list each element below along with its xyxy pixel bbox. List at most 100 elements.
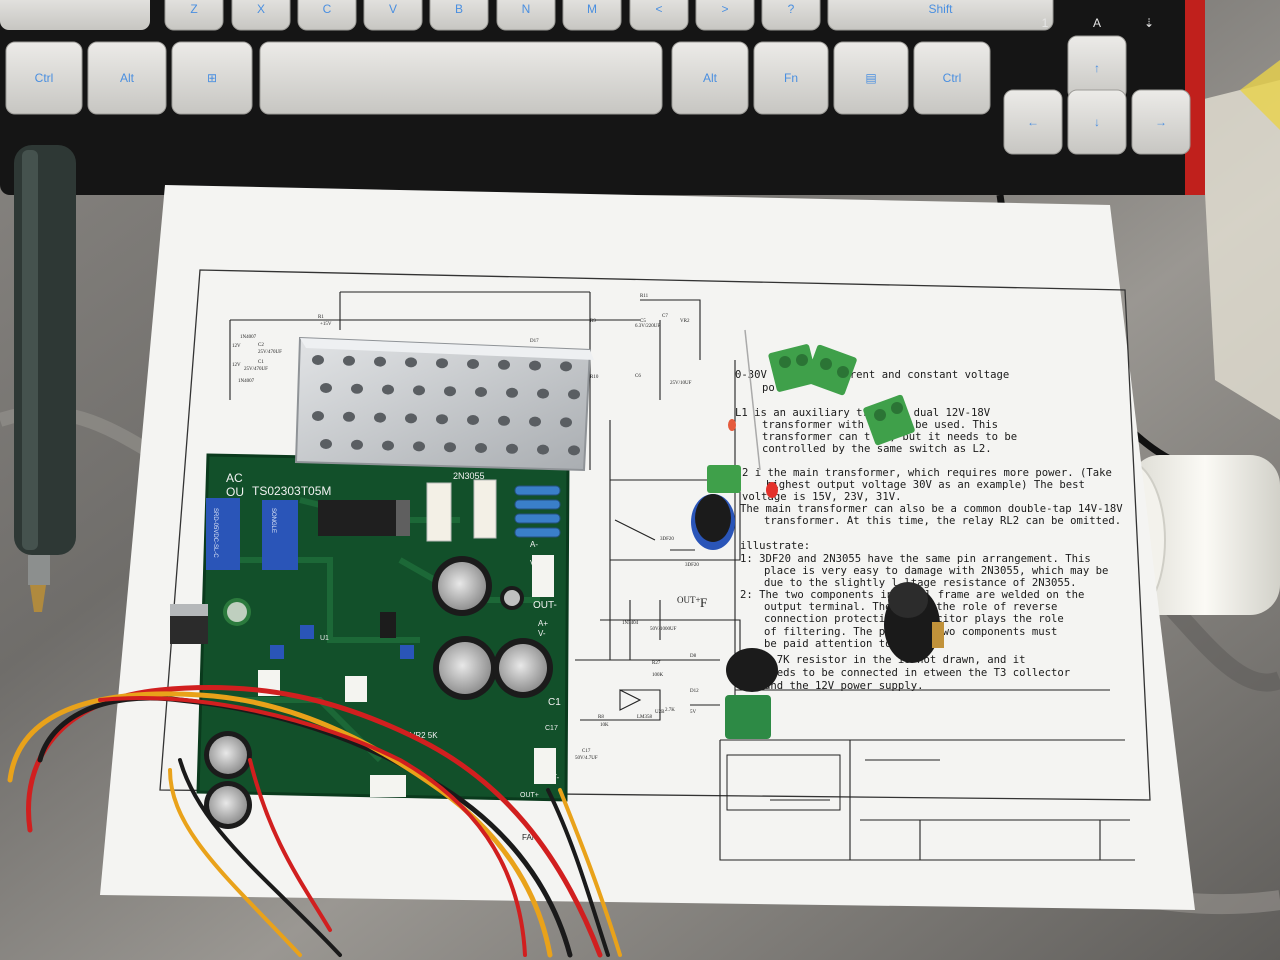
row1-key-label: B bbox=[455, 2, 463, 16]
label-r8: R8 bbox=[598, 715, 604, 720]
note-line7: 2 i the main transformer, which requires… bbox=[742, 467, 1112, 479]
label-r27: R27 bbox=[652, 661, 661, 666]
row1-key-0: Z bbox=[164, 0, 224, 31]
row2-key-label: ⊞ bbox=[207, 71, 217, 85]
row2-key-label: Fn bbox=[784, 71, 798, 85]
label-vr2: VR2 bbox=[680, 319, 690, 324]
heatsink-hole bbox=[568, 445, 580, 456]
heatsink-hole bbox=[351, 439, 363, 450]
trimpot-3 bbox=[400, 645, 414, 659]
row1-key-label: C bbox=[323, 2, 332, 16]
heatsink-hole bbox=[343, 411, 355, 422]
label-c2: C2 bbox=[258, 343, 264, 348]
label-d8: D8 bbox=[690, 654, 697, 659]
pcb-label-ou: OU bbox=[226, 485, 244, 499]
pcb-label-vr2: VR2 5K bbox=[410, 731, 438, 740]
label-r9: R9 bbox=[590, 319, 596, 324]
note-line3: L1 is an auxiliary tr and a dual 12V-18V bbox=[735, 407, 991, 419]
label-c1: C1 bbox=[258, 360, 264, 365]
pcb-label-out-minus: OUT- bbox=[533, 600, 557, 611]
note-line6: controlled by the same switch as L2. bbox=[762, 443, 992, 455]
indicator-0: 1 bbox=[1042, 16, 1049, 30]
pcb-label-out-plus: OUT+ bbox=[520, 792, 539, 799]
arrow-key-2: ↓ bbox=[1067, 89, 1127, 155]
note-line22: needs to be connected in etween the T3 c… bbox=[764, 667, 1070, 679]
row1-key-label: ? bbox=[788, 2, 795, 16]
label-q1: 3DF20 bbox=[660, 537, 674, 542]
label-12v-a: 12V bbox=[232, 344, 241, 349]
pcb-label-transistor: 2N3055 bbox=[453, 471, 485, 481]
capacitors bbox=[204, 556, 553, 829]
arrow-key-3: → bbox=[1131, 89, 1191, 155]
row1-key-10: Shift bbox=[827, 0, 1054, 31]
cement-resistor-1 bbox=[426, 482, 452, 542]
heatsink-hole bbox=[320, 439, 332, 449]
arrow-key-label: ↓ bbox=[1094, 115, 1100, 129]
heatsink-hole bbox=[312, 355, 324, 365]
plastic-bag bbox=[1200, 80, 1280, 420]
heatsink-hole bbox=[405, 357, 417, 368]
pcb-label-c17: C17 bbox=[545, 725, 558, 732]
label-d12v: 5V bbox=[690, 710, 697, 715]
heatsink-hole bbox=[312, 411, 324, 421]
heatsink-hole bbox=[529, 416, 541, 427]
label-12v-b: 12V bbox=[232, 363, 241, 368]
note-line11: transformer. At this time, the relay RL2… bbox=[764, 515, 1121, 527]
screwdriver bbox=[14, 145, 76, 612]
pcb-label-fan: FAN bbox=[522, 833, 538, 842]
label-r8v: 10K bbox=[600, 723, 609, 728]
relay-2-label: SONGLE bbox=[270, 508, 276, 533]
row2-key-label: Ctrl bbox=[35, 71, 54, 85]
note-line12: illustrate: bbox=[740, 540, 810, 552]
label-lm: LM358 bbox=[637, 715, 653, 720]
arrow-key-label: ↑ bbox=[1094, 61, 1100, 75]
schematic-small-labels: R11 C5 6.3V/220UF C7 VR2 R9 R10 C6 25V/1… bbox=[232, 294, 699, 761]
pcb-label-v-minus: V- bbox=[538, 629, 546, 638]
note-line13: 1: 3DF20 and 2N3055 have the same pin ar… bbox=[740, 553, 1091, 565]
heatsink-hole bbox=[382, 440, 394, 451]
indicator-1: A bbox=[1093, 16, 1101, 30]
terminal-blocks bbox=[768, 344, 915, 446]
pcb-connector-out bbox=[532, 555, 554, 597]
shift-left-key bbox=[0, 0, 150, 30]
arrow-key-1: ← bbox=[1003, 89, 1063, 155]
label-r10: R10 bbox=[590, 375, 599, 380]
heatsink-hole bbox=[405, 413, 417, 424]
heatsink-hole bbox=[444, 442, 456, 453]
fuse-holder bbox=[884, 582, 944, 663]
row2-key-label: Alt bbox=[703, 71, 718, 85]
label-d12: D12 bbox=[690, 689, 699, 694]
row1-key-6: M bbox=[562, 0, 622, 31]
pcb-board: AC OU TS02303T05M 2N3055 OUT- A- V+ A+ V… bbox=[170, 453, 570, 842]
heatsink-hole bbox=[475, 443, 487, 453]
heatsink-hole bbox=[382, 384, 394, 395]
potentiometer-knob-2 bbox=[725, 648, 778, 739]
note-line20: be paid attention to. bbox=[764, 638, 898, 650]
row2-key-3 bbox=[259, 41, 663, 115]
row1-key-5: N bbox=[496, 0, 556, 31]
row2-key-0: Ctrl bbox=[5, 41, 83, 115]
potentiometer-knob-1 bbox=[691, 465, 741, 550]
heatsink-hole bbox=[467, 359, 479, 369]
note-line21: 2.7K resistor in the is not drawn, and i… bbox=[764, 654, 1026, 666]
indicator-2: ⇣ bbox=[1144, 16, 1154, 30]
label-c6v: 6.3V/220UF bbox=[635, 324, 660, 329]
relay-1-label: SRD-05VDC-SL-C bbox=[212, 508, 218, 558]
pcb-label-u1: U1 bbox=[320, 635, 329, 642]
row1-key-8: > bbox=[695, 0, 755, 31]
note-line14: place is very easy to damage with 2N3055… bbox=[764, 565, 1108, 577]
heatsink bbox=[294, 336, 594, 472]
row1-key-label: V bbox=[389, 2, 397, 16]
row2-key-1: Alt bbox=[87, 41, 167, 115]
row1-key-label: Shift bbox=[928, 2, 953, 16]
label-c1v: 25V/470UF bbox=[244, 367, 268, 372]
label-r27v: 100K bbox=[652, 673, 664, 678]
pcb-label-a-plus: A+ bbox=[538, 619, 548, 628]
label-out-plus: OUT+ bbox=[677, 595, 701, 605]
label-cap: 50V/1000UF bbox=[650, 627, 677, 632]
heatsink-hole bbox=[537, 444, 549, 455]
row1-key-label: X bbox=[257, 2, 265, 16]
label-d1: 1N4007 bbox=[240, 335, 257, 340]
schematic-lines bbox=[229, 291, 1135, 861]
